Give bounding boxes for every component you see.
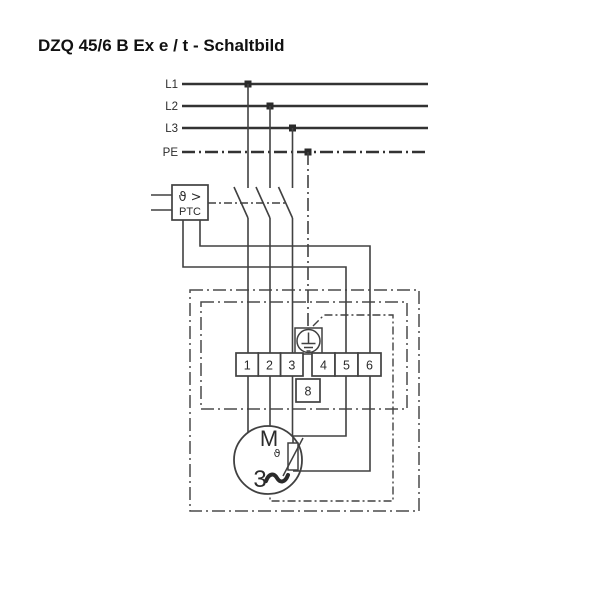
terminal-cell-3 [279,352,304,377]
wire-ptc-to-terminal6 [199,220,371,353]
motor-thermistor-theta: ϑ [274,447,281,460]
terminal-cell-8 [295,378,321,403]
breaker-contacts [208,186,294,219]
contact-3-icon [277,186,294,219]
thermistor-diagonal [282,437,304,477]
label-L1: L1 [165,79,178,91]
terminal-4-label: 4 [320,359,327,373]
ptc-temp-symbol: ϑ > [178,190,201,205]
label-L2: L2 [165,101,178,113]
wire-ptc-to-terminal5 [182,220,347,353]
earth-ground-icon [294,327,323,355]
label-PE: PE [163,147,179,159]
enclosure-terminal-box [200,301,408,410]
ptc-relay: ϑ > PTC [151,184,209,221]
motor-symbol: M ϑ 3 [233,376,371,495]
sine-wave-icon [264,472,290,484]
earth-bonding-line [269,314,394,502]
enclosure-fan-housing [189,289,420,512]
earth-bars [301,332,316,352]
thermistor-icon [282,436,304,477]
terminal-5-label: 5 [343,359,350,373]
motor-phase-number: 3 [253,466,266,493]
terminal-6-label: 6 [366,359,373,373]
label-L3: L3 [165,123,178,135]
ptc-label: PTC [179,206,201,218]
ptc-relay-box [171,184,209,221]
wire-thermistor-a [292,376,347,437]
terminal-2-label: 2 [266,359,273,373]
motor-circle [233,425,303,495]
terminal-block: 1 2 3 4 5 6 8 [235,352,382,403]
terminal-cell-6 [357,352,382,377]
motor-label: M [260,426,278,451]
wire-thermistor-b [293,376,371,472]
page-title: DZQ 45/6 B Ex e / t - Schaltbild [38,36,285,55]
terminal-3-label: 3 [288,359,295,373]
terminal-1-label: 1 [244,359,251,373]
terminal-8-label: 8 [305,385,312,399]
